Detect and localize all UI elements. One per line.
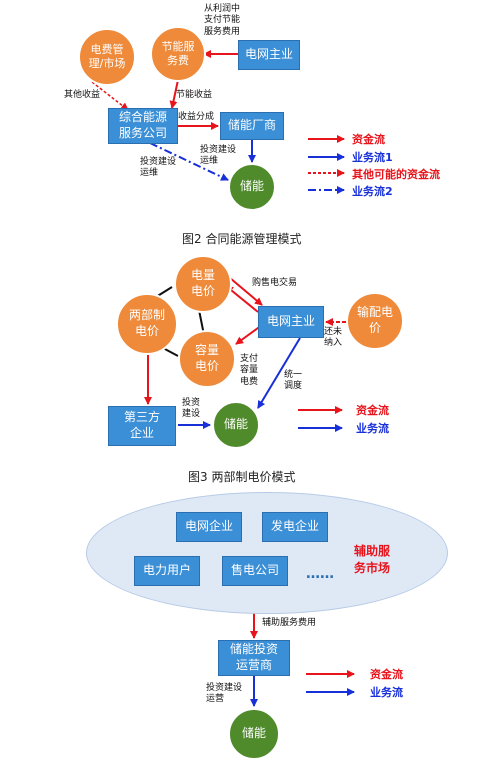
legend2-other-fund: 其他可能的资金流 [352,168,440,181]
node-operator: 储能投资 运营商 [218,640,290,676]
label-other-income: 其他收益 [64,90,101,100]
node-retail-company: 售电公司 [222,556,288,586]
arrow-grid-to-capacity [235,324,263,345]
top-note: 从利润中 支付节能 服务费用 [204,4,241,37]
arrow-fee-to-company [169,79,179,109]
node-grid-fig3: 电网主业 [258,306,324,338]
arrow-trade-1 [229,277,263,306]
label-invest-fig3: 投资 建设 [182,398,201,420]
caption-fig3: 图3 两部制电价模式 [188,470,296,484]
legend4-fund: 资金流 [370,668,403,681]
node-gen-enterprise: 发电企业 [262,512,328,542]
label-invest-ops-right: 投资建设 运维 [200,145,237,167]
node-grid: 电网主业 [238,40,300,70]
arrow-mgmt-to-company [91,81,129,111]
arrow-trade-2 [225,285,259,313]
node-transmission: 输配电 价 [346,292,404,350]
legend3-fund: 资金流 [356,404,389,417]
market-ellipse [86,492,448,614]
legend2-fund: 资金流 [352,133,385,146]
legend2-business1: 业务流1 [352,151,393,164]
node-energy-fee: 节能服 务费 [150,26,206,82]
label-aux-fee: 辅助服务费用 [262,618,317,628]
caption-fig2: 图2 合同能源管理模式 [182,232,302,246]
legend4-business: 业务流 [370,686,403,699]
label-energy-income: 节能收益 [176,90,213,100]
node-elec-mgmt: 电费管 理/市场 [78,28,136,86]
arrow-company-to-storage [149,142,229,181]
label-revenue-split: 收益分成 [178,112,215,122]
node-plant: 储能厂商 [220,112,284,140]
label-invest-ops-fig4: 投资建设 运营 [206,683,243,705]
legend3-business: 业务流 [356,422,389,435]
node-storage-fig2: 储能 [228,163,276,211]
legend2-business2: 业务流2 [352,185,393,198]
node-storage-fig4: 储能 [228,708,280,760]
node-third-party: 第三方 企业 [108,406,176,446]
label-pay-capacity: 支付 容量 电费 [240,354,259,387]
node-power-user: 电力用户 [134,556,200,586]
label-not-included: 还未 纳入 [324,327,343,349]
node-grid-enterprise: 电网企业 [176,512,242,542]
node-storage-fig3: 储能 [212,401,260,449]
more-dots: …… [306,566,334,582]
node-capacity-price: 容量 电价 [178,330,236,388]
label-trade: 购售电交易 [252,278,298,288]
label-invest-ops-diag: 投资建设 运维 [140,157,177,179]
market-label: 辅助服 务市场 [354,544,391,575]
node-two-part: 两部制 电价 [116,293,178,355]
arrow-grid-to-storage [257,337,301,409]
label-dispatch: 统一 调度 [284,370,303,392]
node-energy-price: 电量 电价 [174,255,232,313]
node-company: 综合能源 服务公司 [108,108,178,144]
